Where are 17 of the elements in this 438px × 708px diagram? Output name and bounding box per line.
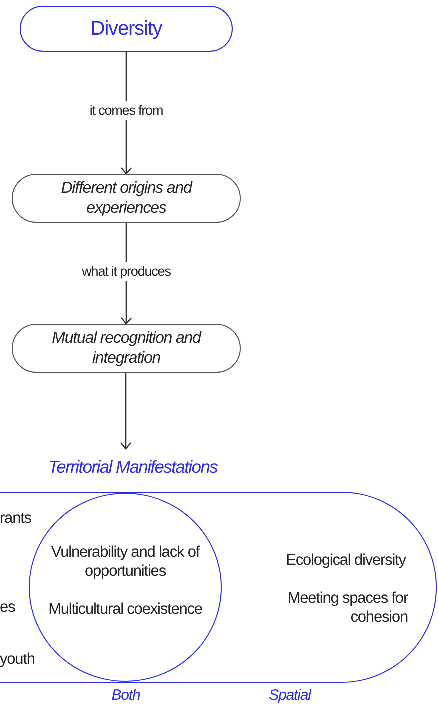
arrow: [120, 373, 132, 450]
rounded-box: [12, 174, 241, 223]
cropped-text: youth: [0, 650, 36, 670]
circle-text: Multicultural coexistence: [48, 601, 204, 620]
category-label: Spatial: [268, 687, 313, 706]
rounded-box: [20, 6, 233, 52]
region-text: Meeting spaces for cohesion: [286, 590, 408, 628]
rounded-box: [12, 324, 241, 373]
node-text: Mutual recognition and integration: [51, 329, 203, 368]
cropped-text: es: [0, 598, 16, 618]
category-label: Both: [110, 687, 142, 706]
section-heading: Territorial Manifestations: [47, 457, 219, 479]
region-text: Ecological diversity: [285, 552, 408, 571]
circle-text: Vulnerability and lack of opportunities: [50, 544, 202, 582]
node-text: Different origins and experiences: [60, 179, 194, 218]
node-text: Diversity: [90, 17, 164, 41]
cropped-text: rants: [0, 509, 32, 528]
